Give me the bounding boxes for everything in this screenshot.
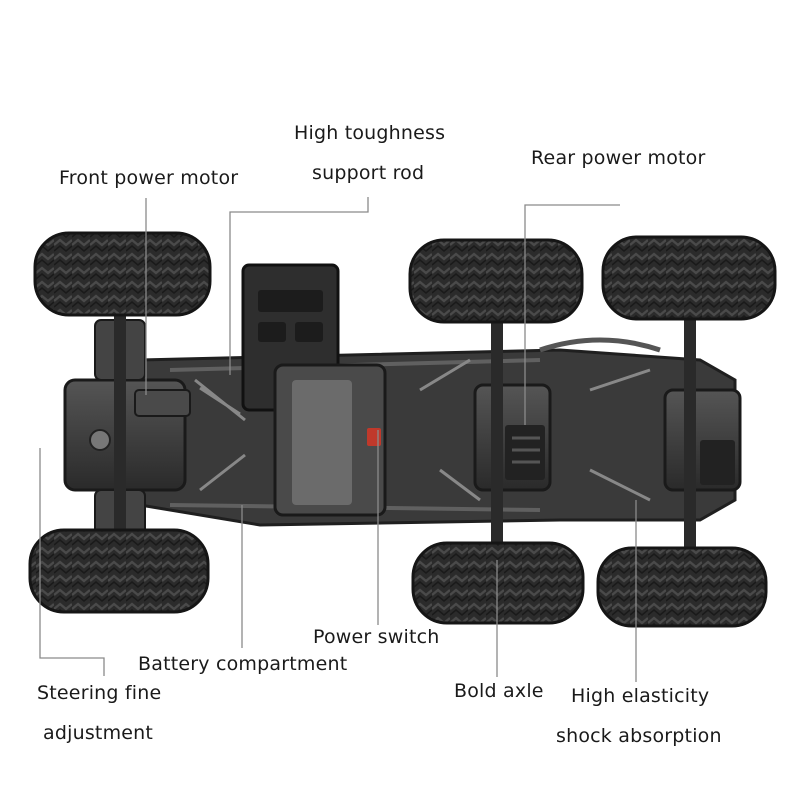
label-shock-line1: High elasticity [571, 685, 710, 707]
label-shock-line2: shock absorption [556, 725, 722, 747]
label-front-power-motor: Front power motor [59, 167, 239, 189]
label-power-switch: Power switch [313, 626, 440, 648]
tire-middle-bottom [411, 541, 585, 625]
tire-rear-bottom [596, 546, 768, 628]
tire-front-bottom [28, 528, 210, 614]
battery-cover [241, 263, 340, 412]
tire-front-top [33, 231, 212, 317]
label-steering-line2: adjustment [43, 722, 154, 744]
axles [114, 299, 696, 566]
tire-rear-top [601, 235, 777, 321]
label-high-toughness-line2: support rod [312, 162, 425, 184]
tires [28, 231, 777, 628]
leader-lines [39, 197, 637, 682]
shock-absorbers [194, 358, 651, 502]
label-rear-power-motor: Rear power motor [531, 147, 706, 169]
tire-middle-top [408, 238, 584, 324]
battery-compartment [273, 363, 387, 517]
label-steering-line1: Steering fine [37, 682, 162, 704]
label-high-toughness-line1: High toughness [294, 122, 446, 144]
label-battery-compartment: Battery compartment [138, 653, 348, 675]
label-bold-axle: Bold axle [454, 680, 544, 702]
power-switch-knob [367, 428, 381, 446]
